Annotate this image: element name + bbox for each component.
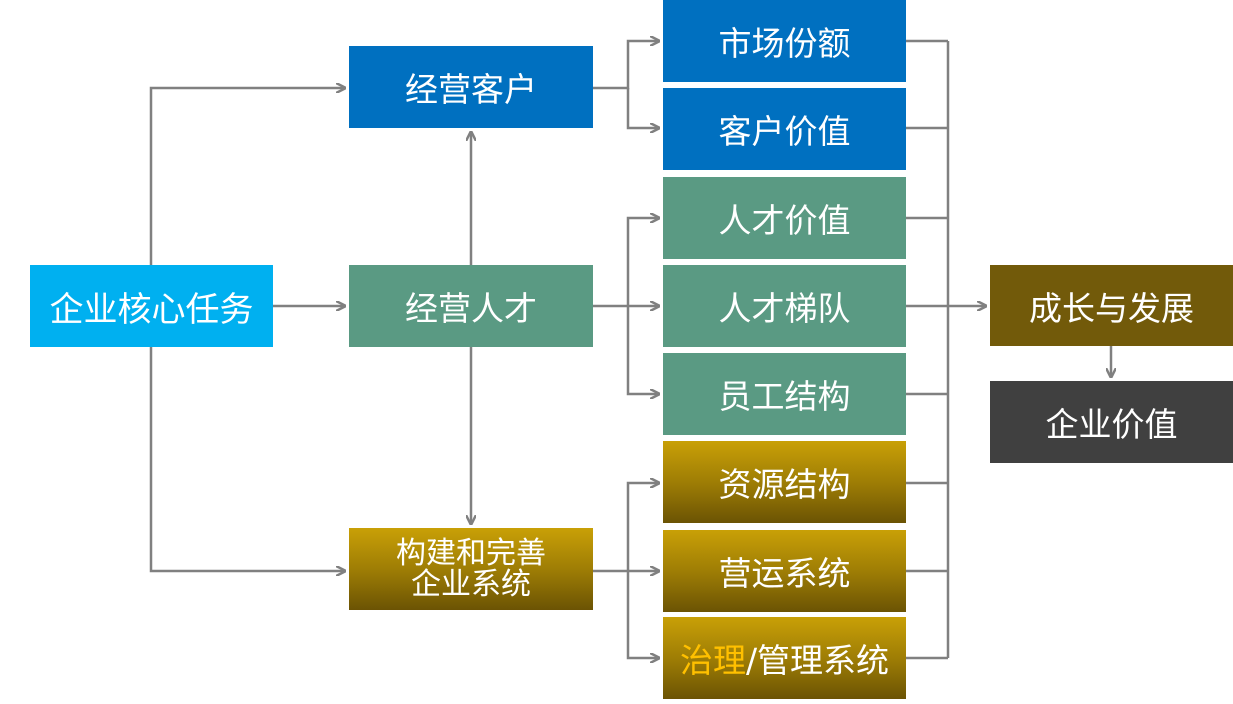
node-enterprise-value: 企业价值: [990, 381, 1233, 463]
node-growth-development: 成长与发展: [990, 265, 1233, 346]
node-manage-customers-label: 经营客户: [405, 70, 537, 109]
node-governance-rest: /管理系统: [745, 641, 890, 680]
node-talent-value: 人才价值: [663, 177, 906, 259]
node-market-share-label: 市场份额: [718, 24, 851, 63]
node-manage-talent: 经营人才: [349, 265, 593, 347]
node-resource-structure: 资源结构: [663, 441, 906, 523]
connector-customers-branch: [593, 41, 659, 90]
connector-systems-branch-up: [626, 483, 659, 571]
node-governance-highlight: 治理: [679, 641, 746, 680]
node-talent-pipeline: 人才梯队: [663, 265, 906, 347]
node-build-systems-line1: 构建和完善: [396, 535, 546, 571]
node-customer-value: 客户价值: [663, 88, 906, 170]
connector-root-to-systems: [149, 347, 345, 571]
node-growth-development-label: 成长与发展: [1029, 288, 1194, 328]
node-manage-talent-label: 经营人才: [405, 289, 537, 328]
node-talent-value-label: 人才价值: [718, 201, 851, 240]
node-core-task: 企业核心任务: [30, 265, 273, 347]
node-operation-system-label: 营运系统: [718, 554, 851, 593]
node-customer-value-label: 客户价值: [718, 112, 851, 151]
node-talent-pipeline-label: 人才梯队: [718, 289, 851, 328]
connector-customers-branch-2: [626, 88, 659, 128]
connector-talent-branch-up: [626, 218, 659, 306]
node-staff-structure-label: 员工结构: [718, 377, 851, 416]
node-operation-system: 营运系统: [663, 530, 906, 612]
node-manage-customers: 经营客户: [349, 46, 593, 128]
connector-root-to-customers: [149, 88, 345, 265]
node-market-share: 市场份额: [663, 0, 906, 82]
node-resource-structure-label: 资源结构: [718, 465, 851, 504]
connector-talent-branch-down: [626, 306, 659, 394]
node-staff-structure: 员工结构: [663, 353, 906, 435]
node-build-systems: 构建和完善 企业系统: [349, 528, 593, 610]
node-governance-system: 治理/管理系统: [663, 617, 906, 699]
node-build-systems-line2: 企业系统: [411, 567, 531, 602]
node-enterprise-value-label: 企业价值: [1045, 405, 1178, 444]
node-core-task-label: 企业核心任务: [49, 289, 254, 330]
connector-systems-branch-down: [626, 571, 659, 658]
